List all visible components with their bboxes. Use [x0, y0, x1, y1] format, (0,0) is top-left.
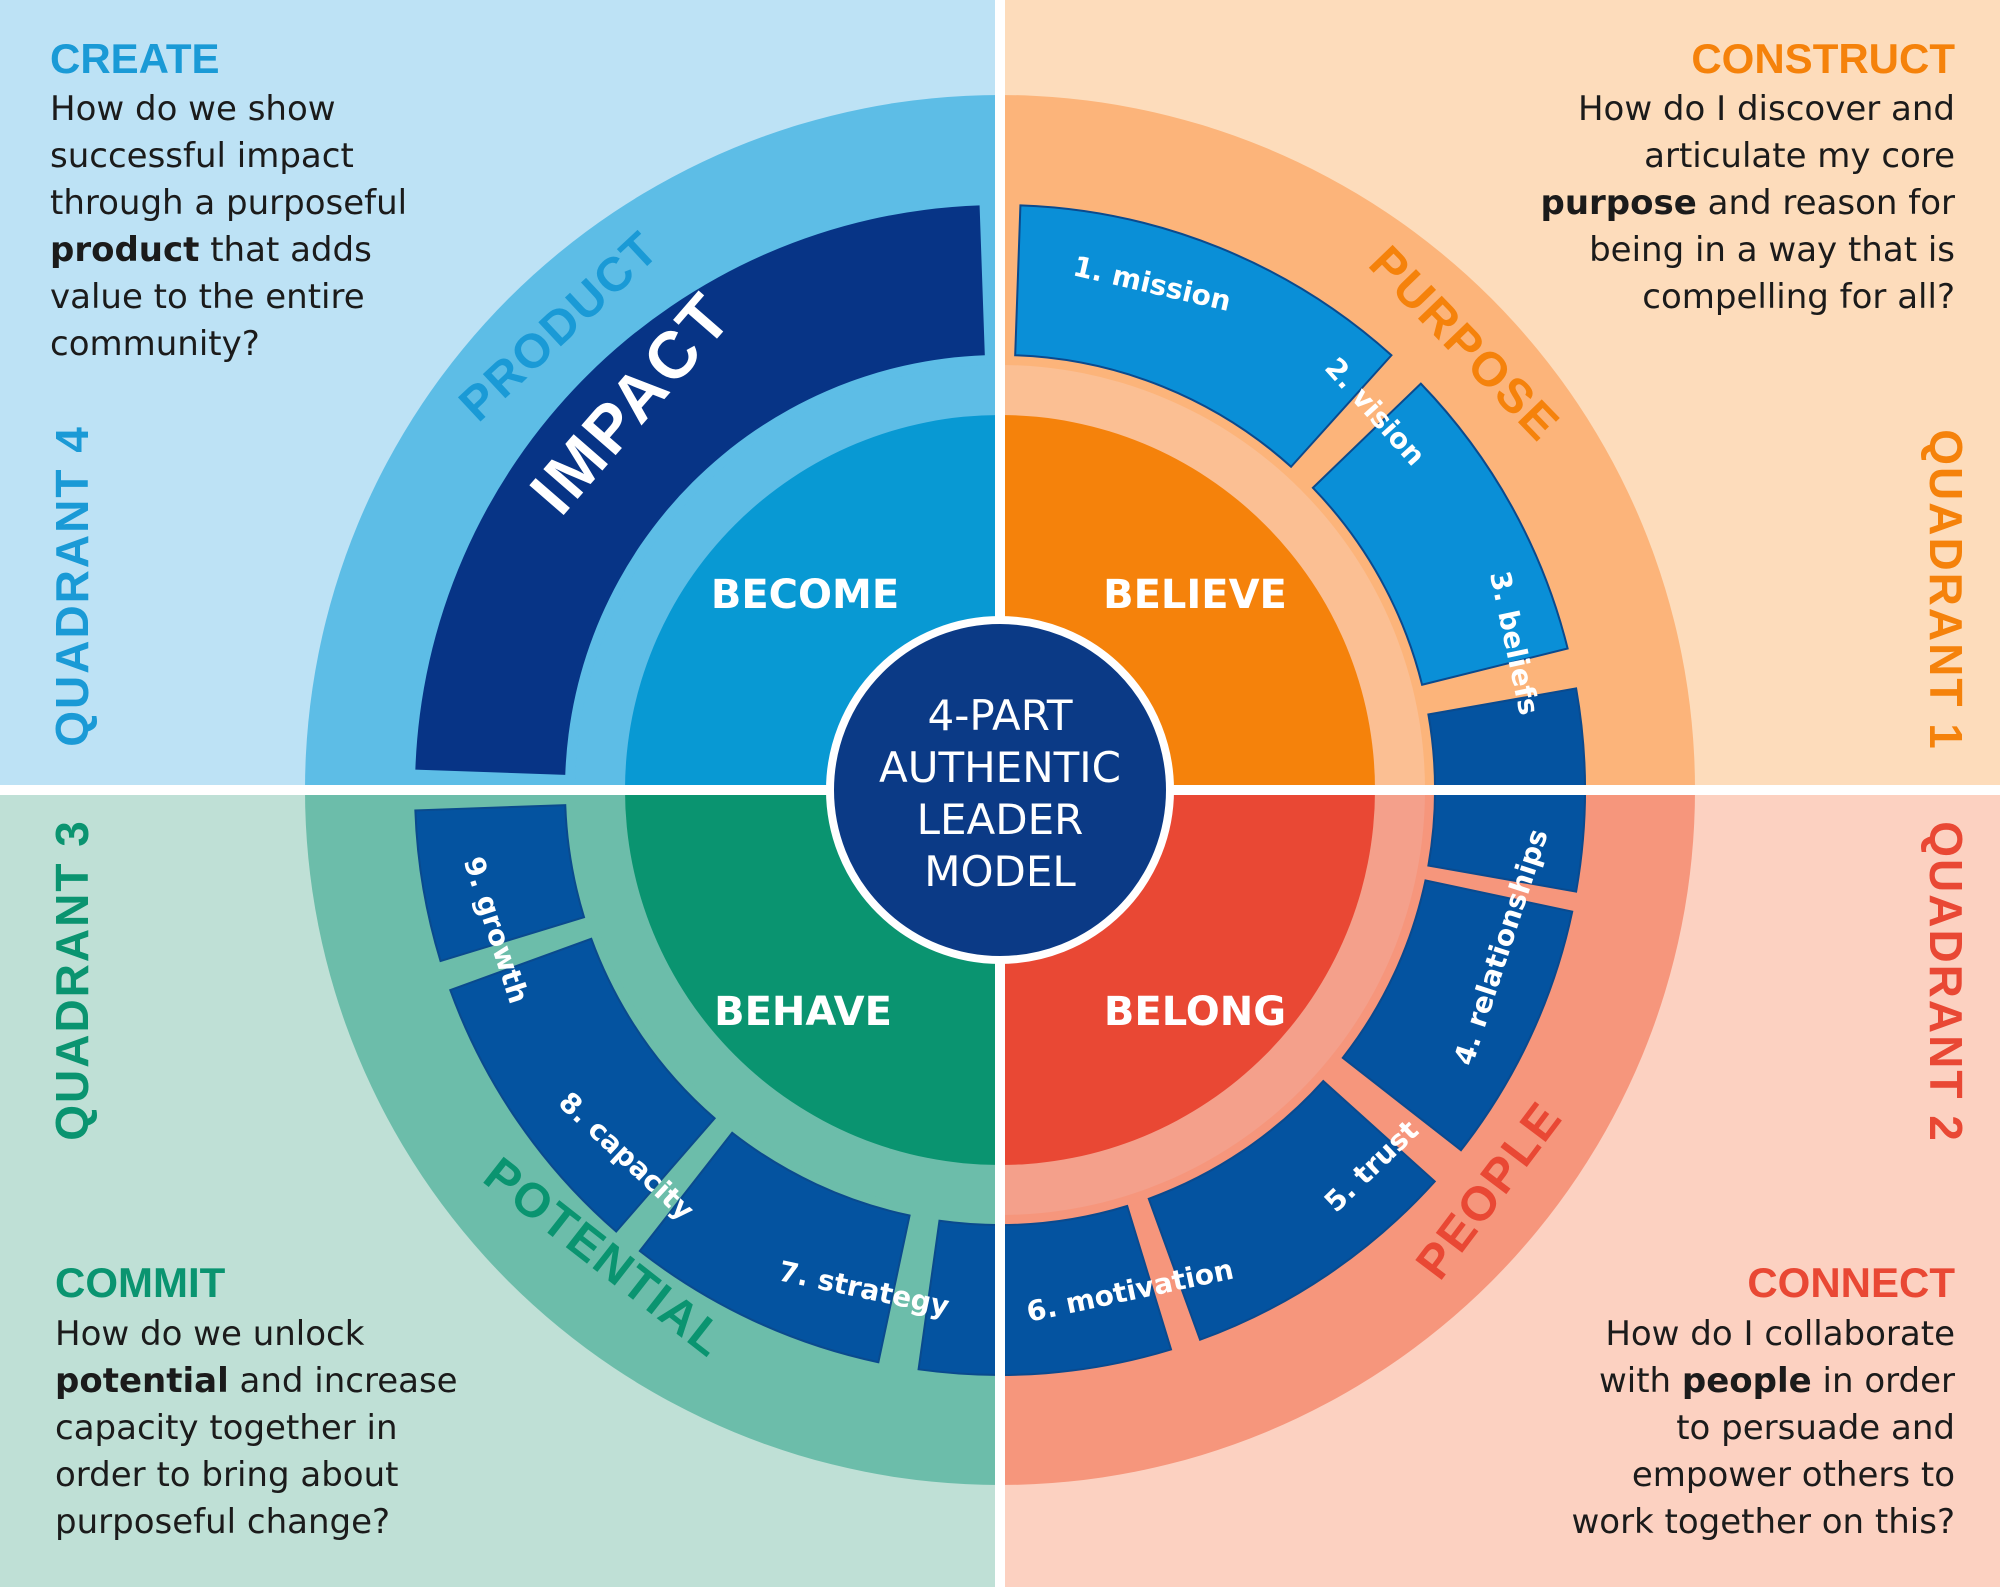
center-line-1: 4-PART [927, 691, 1072, 740]
quadrant-2-title: CONNECT [1747, 1259, 1955, 1306]
center-circle [826, 616, 1174, 964]
segment-growth [414, 804, 586, 963]
quadrant-2-label: QUADRANT 2 [1920, 821, 1972, 1143]
q4-description-line-5: value to the entire [50, 277, 365, 317]
segment-vision [1311, 382, 1569, 686]
q1-description-line-4: being in a way that is [1589, 230, 1955, 270]
q2-description-line-1: How do I collaborate [1605, 1314, 1955, 1354]
center-line-4: MODEL [924, 847, 1076, 896]
q4-description-line-1: How do we show [50, 89, 336, 129]
segment-motivation [917, 1204, 1173, 1376]
q1-description-line-1: How do I discover and [1578, 89, 1955, 129]
core-label-become: BECOME [711, 572, 899, 618]
quadrant-3-title: COMMIT [55, 1259, 226, 1306]
q3-description-line-5: purposeful change? [55, 1502, 390, 1542]
impact-band [415, 205, 985, 775]
segment-strategy [638, 1131, 911, 1364]
center-line-2: AUTHENTIC [879, 743, 1121, 792]
core-label-belong: BELONG [1104, 989, 1286, 1035]
quadrant-1-description: How do I discover and articulate my core p… [1541, 89, 1956, 317]
q2-description-line-3: to persuade and [1676, 1408, 1955, 1448]
step-segments [414, 204, 1586, 1376]
core-label-behave: BEHAVE [714, 989, 892, 1035]
quadrant-3-label: QUADRANT 3 [46, 819, 98, 1141]
q3-description-line-3: capacity together in [55, 1408, 398, 1448]
q1-description-line-3: purpose and reason for [1541, 183, 1956, 223]
q3-description-line-2: potential and increase [55, 1361, 458, 1401]
q1-description-line-5: compelling for all? [1642, 277, 1955, 317]
q2-description-line-5: work together on this? [1571, 1502, 1955, 1542]
q2-description-line-4: empower others to [1632, 1455, 1955, 1495]
q4-description-line-3: through a purposeful [50, 183, 407, 223]
quadrant-3-description: How do we unlock potential and increase ca… [55, 1314, 458, 1542]
quadrant-4-label: QUADRANT 4 [46, 425, 98, 747]
segment-mission [1014, 204, 1393, 469]
quadrant-4-description: How do we show successful impact through a… [50, 89, 407, 364]
quadrant-2-description: How do I collaborate with people in order… [1571, 1314, 1955, 1542]
quadrant-1-label: QUADRANT 1 [1920, 429, 1972, 751]
segment-capacity [448, 937, 717, 1233]
segment-trust [1147, 1079, 1437, 1342]
q3-description-line-4: order to bring about [55, 1455, 398, 1495]
q4-description-line-2: successful impact [50, 136, 354, 176]
q4-description-line-6: community? [50, 324, 260, 364]
segment-relationships [1341, 879, 1574, 1152]
quadrant-1-title: CONSTRUCT [1691, 35, 1955, 82]
quadrant-4-title: CREATE [50, 35, 220, 82]
core-label-believe: BELIEVE [1103, 572, 1287, 618]
center-line-3: LEADER [917, 795, 1084, 844]
q1-description-line-2: articulate my core [1644, 136, 1955, 176]
q3-description-line-1: How do we unlock [55, 1314, 365, 1354]
q4-description-line-4: product that adds [50, 230, 372, 270]
q2-description-line-2: with people in order [1599, 1361, 1955, 1401]
